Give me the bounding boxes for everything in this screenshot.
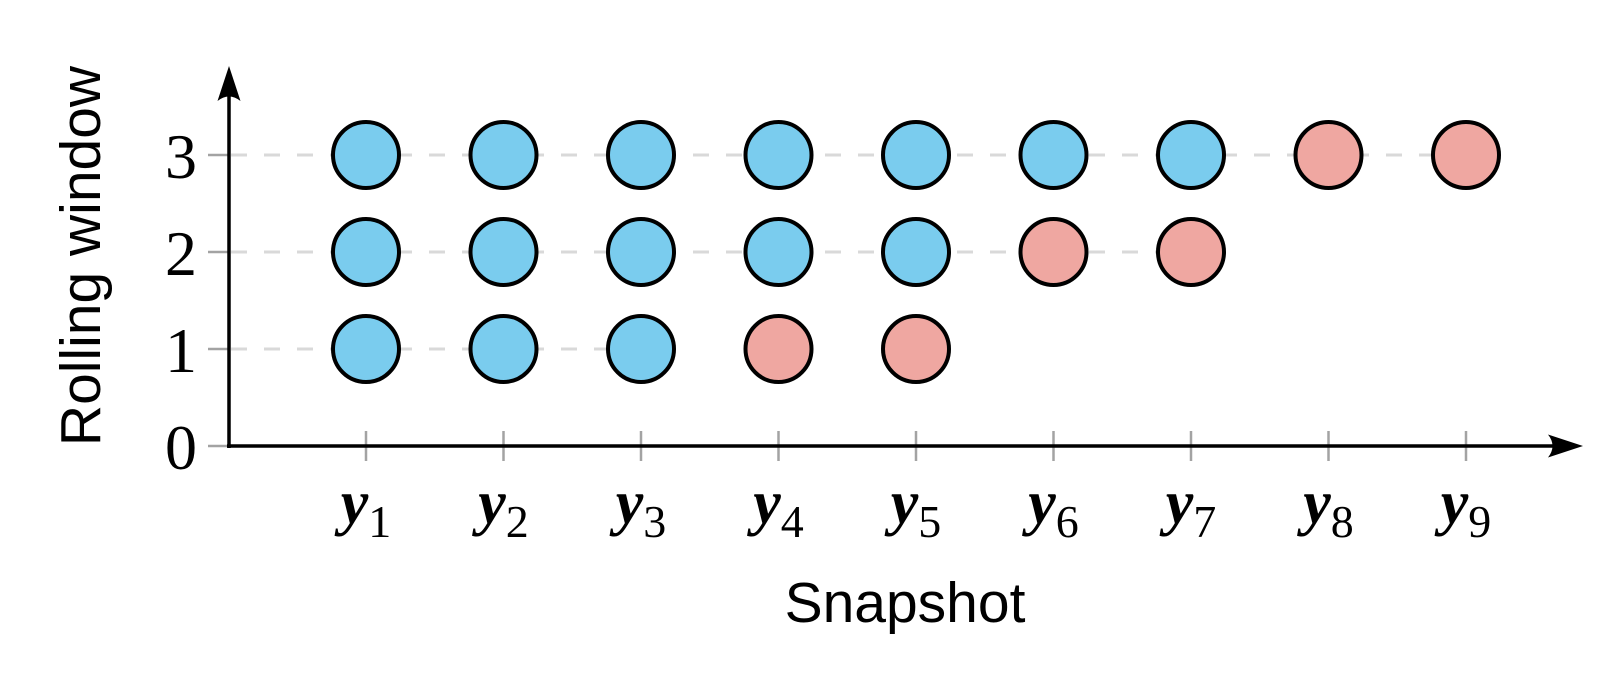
data-point-blue-circles-x6-w3 [1018, 120, 1089, 190]
x-tick-label-8: y8 [1296, 469, 1354, 547]
x-tick-label-3: y3 [609, 469, 667, 547]
data-point-blue-circles-x4-w2 [743, 217, 814, 287]
x-tick-label-7: y7 [1159, 469, 1217, 547]
data-point-blue-circles-x2-w3 [468, 120, 539, 190]
data-point-pink-circles-x9-w3 [1431, 120, 1501, 190]
data-point-pink-circles-x7-w2 [1156, 217, 1226, 287]
y-axis-title: Rolling window [49, 65, 113, 446]
x-tick-label-1: y1 [334, 469, 392, 547]
y-tick-label-3: 3 [165, 121, 197, 192]
data-point-blue-circles-x3-w2 [606, 217, 676, 287]
data-point-blue-circles-x3-w3 [606, 120, 676, 190]
data-point-blue-circles-x5-w3 [881, 120, 951, 190]
x-axis-arrow-icon [1548, 434, 1583, 458]
x-tick-label-9: y9 [1434, 469, 1492, 547]
y-tick-label-0: 0 [165, 412, 197, 483]
data-point-blue-circles-x7-w3 [1156, 120, 1226, 190]
data-point-blue-circles-x1-w1 [331, 314, 401, 384]
data-point-blue-circles-x1-w3 [331, 120, 401, 190]
axes [217, 66, 1583, 458]
data-point-blue-circles-x2-w1 [468, 314, 539, 384]
data-point-blue-circles-x3-w1 [606, 314, 676, 384]
x-axis-title: Snapshot [785, 571, 1026, 635]
data-point-pink-circles-x6-w2 [1018, 217, 1089, 287]
data-point-pink-circles-x8-w3 [1293, 120, 1364, 190]
data-point-blue-circles-x4-w3 [743, 120, 814, 190]
data-point-blue-circles-x5-w2 [881, 217, 951, 287]
x-tick-label-2: y2 [471, 469, 529, 547]
data-point-blue-circles-x1-w2 [331, 217, 401, 287]
data-point-blue-circles-x2-w2 [468, 217, 539, 287]
data-points-layer [331, 120, 1501, 384]
x-tick-label-4: y4 [746, 469, 804, 547]
y-axis-arrow-icon [217, 66, 241, 101]
x-tick-label-6: y6 [1021, 469, 1079, 547]
grid-and-ticks-layer: 0 1 2 3 y1 y2 y3 y4 y5 y6 y7 y8 y9 [165, 121, 1491, 547]
y-tick-label-2: 2 [165, 218, 197, 289]
data-point-pink-circles-x4-w1 [743, 314, 814, 384]
x-tick-label-5: y5 [884, 469, 942, 547]
data-point-pink-circles-x5-w1 [881, 314, 951, 384]
y-tick-label-1: 1 [165, 315, 197, 386]
